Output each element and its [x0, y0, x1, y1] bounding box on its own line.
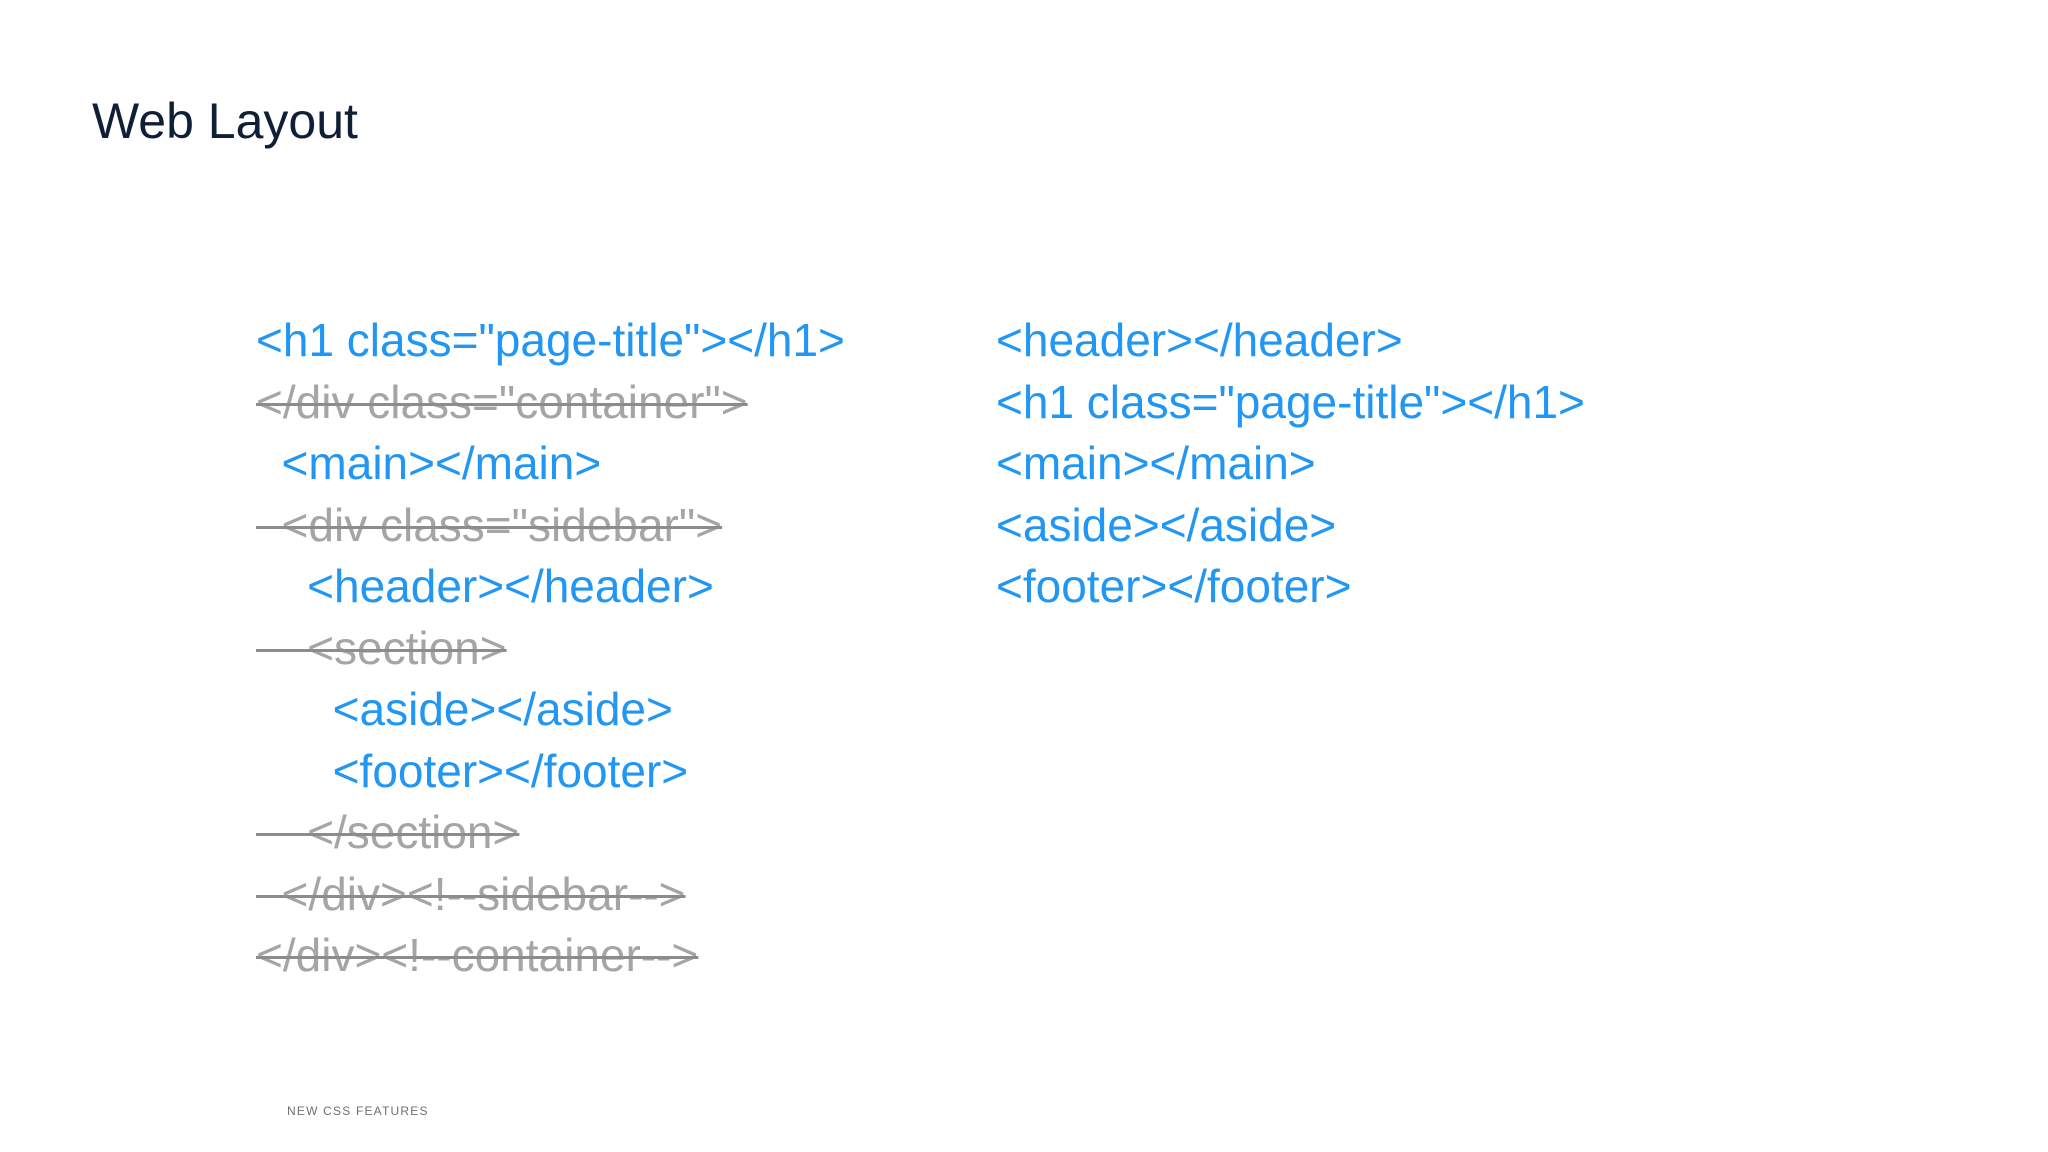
- code-line-text: <main></main>: [996, 437, 1316, 489]
- code-line-text: <div class="sidebar">: [256, 498, 723, 551]
- code-line-text: </div class="container">: [256, 375, 748, 428]
- code-line-text: </section>: [256, 806, 520, 858]
- removed-code-line: </section>: [256, 802, 845, 864]
- code-line-text: <section>: [256, 621, 507, 674]
- code-line-text: <footer></footer>: [256, 744, 689, 797]
- code-line-text: <h1 class="page-title"></h1>: [996, 375, 1585, 428]
- code-line-text: <header></header>: [996, 314, 1403, 366]
- code-line-text: </div><!--sidebar-->: [256, 867, 686, 920]
- code-line-text: </div><!--container-->: [256, 929, 699, 981]
- footer-label: NEW CSS FEATURES: [287, 1104, 429, 1118]
- code-line-text: <aside></aside>: [996, 498, 1337, 551]
- code-line-text: <header></header>: [256, 560, 714, 612]
- code-line-text: <main></main>: [256, 437, 602, 489]
- removed-code-line: </div><!--sidebar-->: [256, 864, 845, 926]
- code-line: <footer></footer>: [256, 741, 845, 803]
- removed-code-line: <section>: [256, 618, 845, 680]
- code-line-text: <footer></footer>: [996, 560, 1352, 612]
- removed-code-line: <div class="sidebar">: [256, 495, 845, 557]
- removed-code-line: </div class="container">: [256, 372, 845, 434]
- code-line: <h1 class="page-title"></h1>: [256, 310, 845, 372]
- code-line: <header></header>: [996, 310, 1585, 372]
- code-line: <h1 class="page-title"></h1>: [996, 372, 1585, 434]
- semantic-markup-code: <header></header> <h1 class="page-title">…: [996, 310, 1585, 618]
- slide-title: Web Layout: [92, 93, 358, 149]
- code-line: <footer></footer>: [996, 556, 1585, 618]
- code-line: <aside></aside>: [996, 495, 1585, 557]
- code-line: <aside></aside>: [256, 679, 845, 741]
- removed-code-line: </div><!--container-->: [256, 925, 845, 987]
- code-line-text: <aside></aside>: [256, 683, 673, 735]
- code-line: <main></main>: [256, 433, 845, 495]
- code-line: <header></header>: [256, 556, 845, 618]
- original-markup-code: <h1 class="page-title"></h1> </div class=…: [256, 310, 845, 987]
- code-line: <main></main>: [996, 433, 1585, 495]
- code-line-text: <h1 class="page-title"></h1>: [256, 314, 845, 366]
